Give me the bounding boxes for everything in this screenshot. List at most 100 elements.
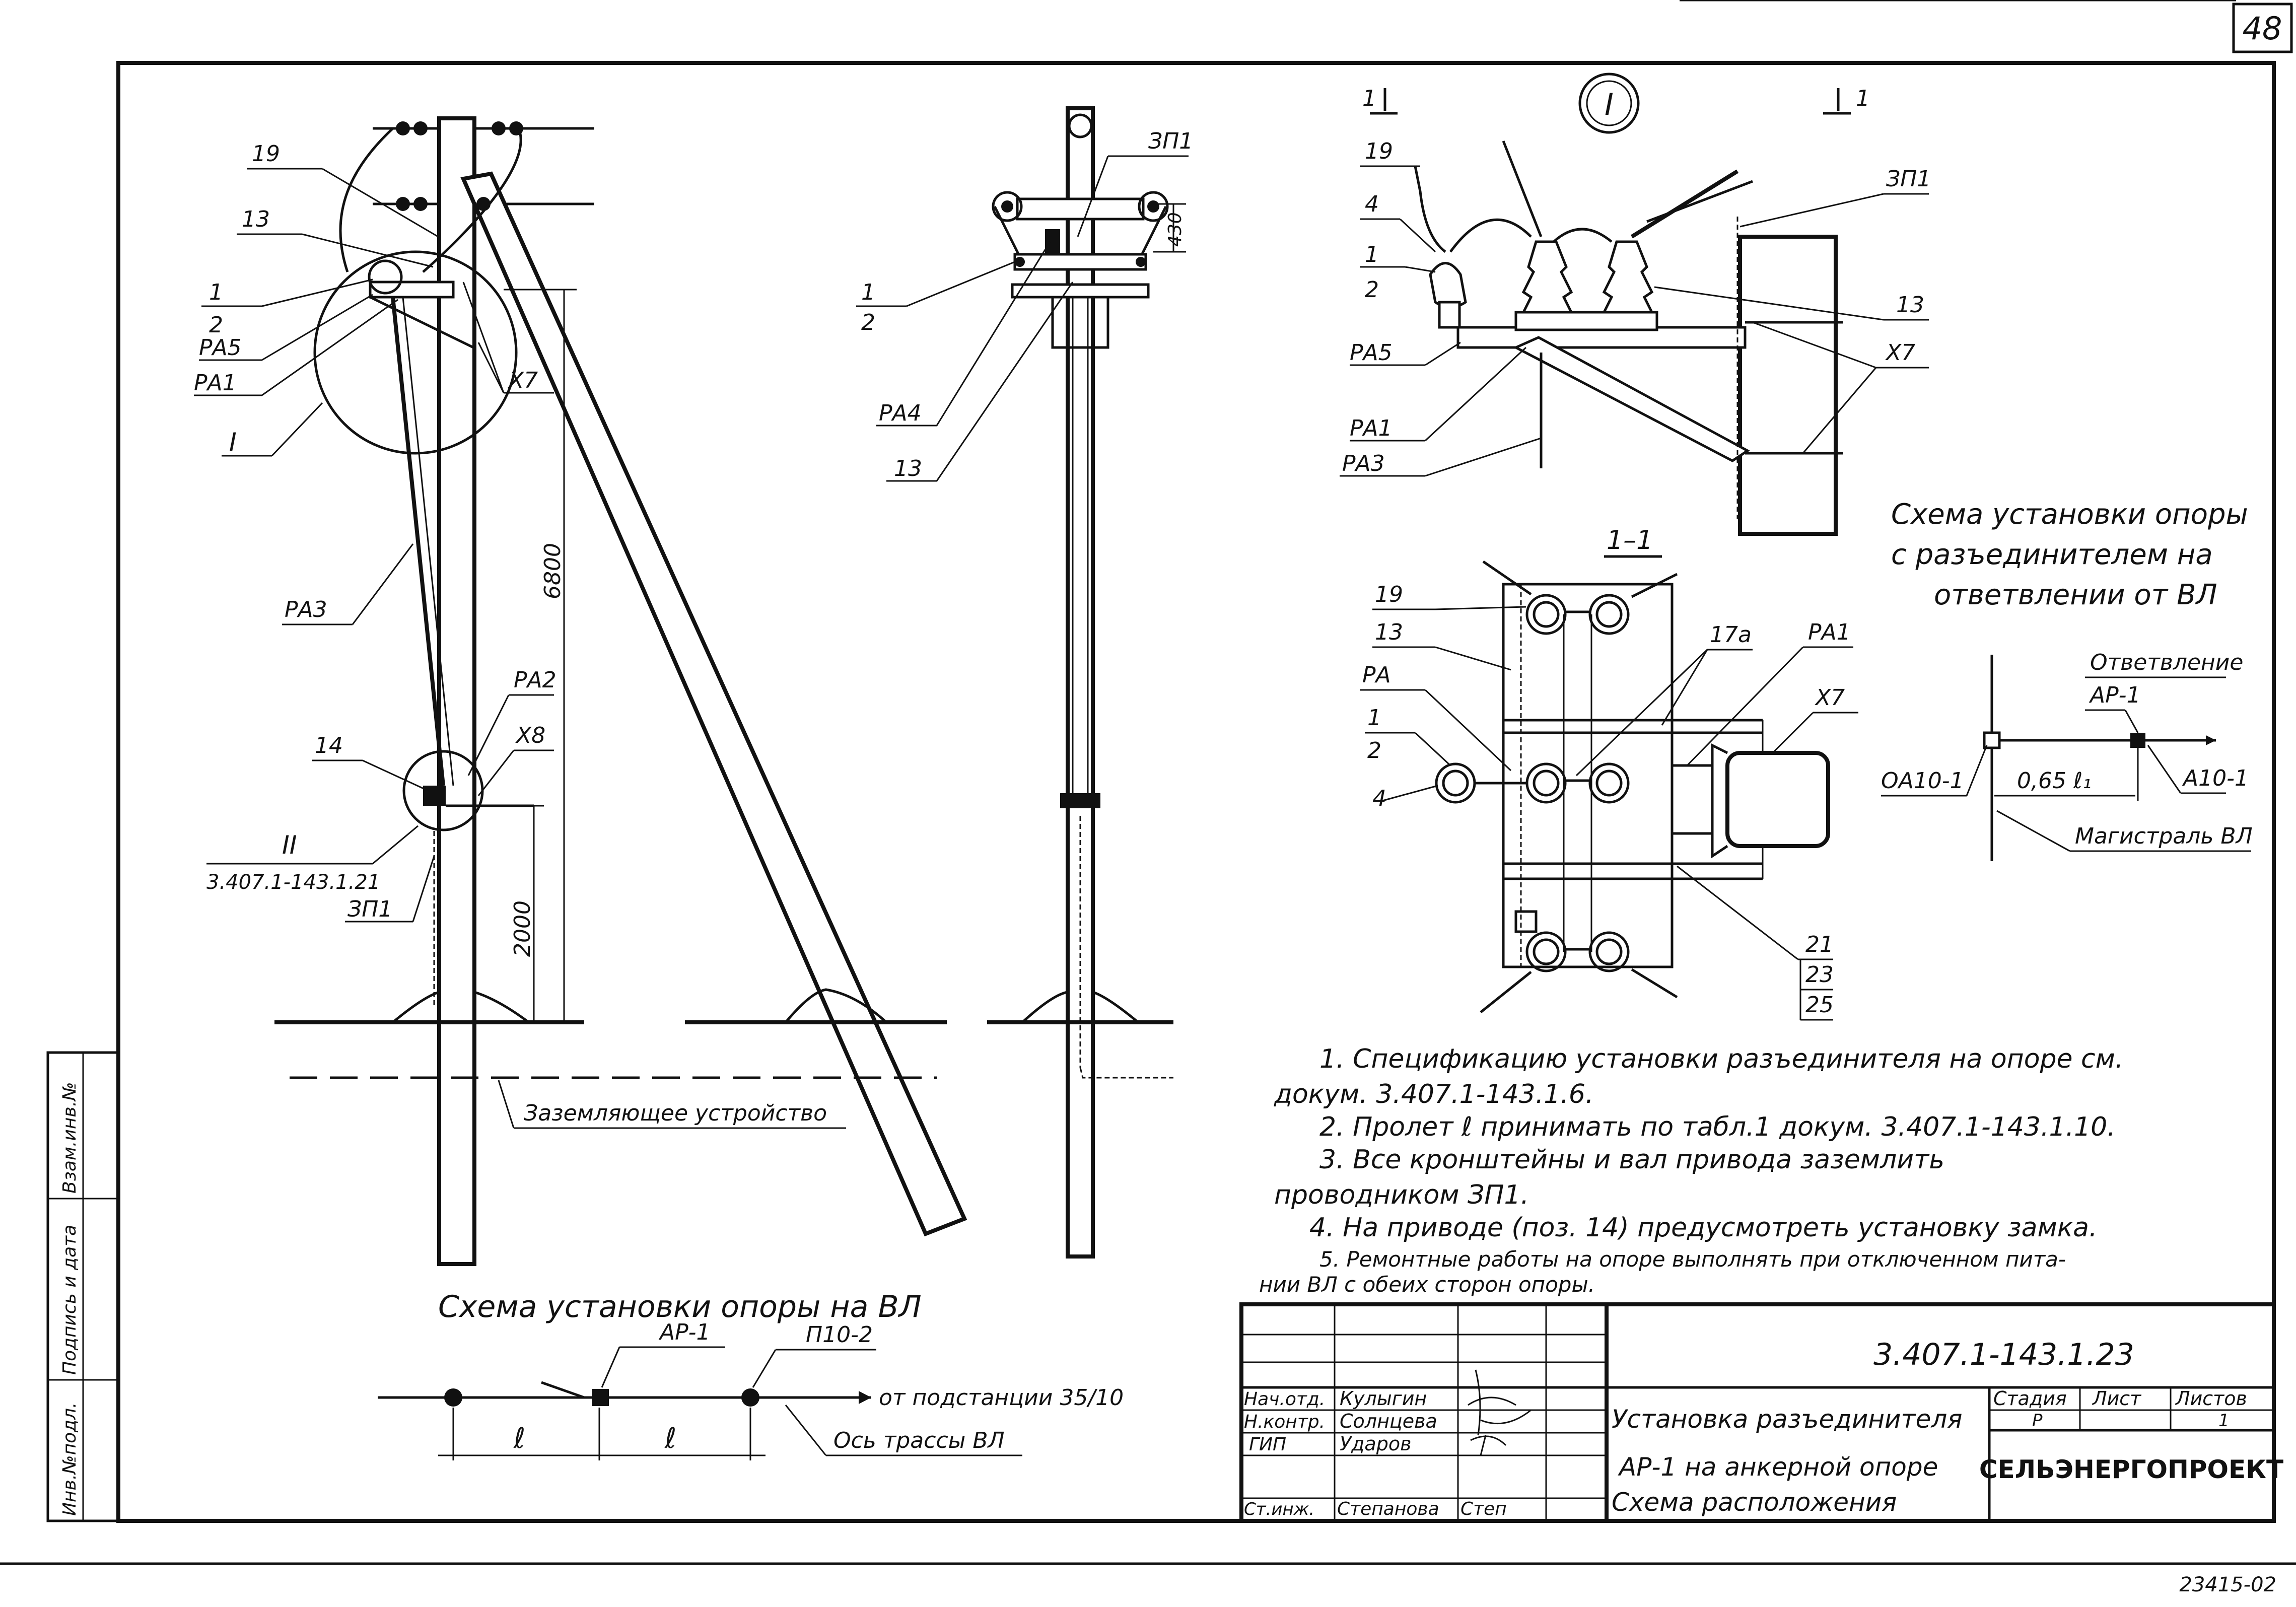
drawing-label: П10-2 <box>806 1322 873 1348</box>
drawing-label: Лист <box>2092 1387 2142 1410</box>
drawing-label: 23 <box>1805 962 1834 988</box>
note-3a: 3. Все кронштейны и вал привода заземлит… <box>1319 1145 1944 1175</box>
title-line-1: Установка разъединителя <box>1612 1405 1962 1434</box>
drawing-label: ответвлении от ВЛ <box>1934 579 2217 611</box>
drawing-label: II <box>282 830 297 860</box>
title-line-3: Схема расположения <box>1612 1488 1897 1517</box>
drawing-label: РА3 <box>1342 451 1385 476</box>
drawing-label: Х7 <box>1815 685 1845 711</box>
signature-kulygin <box>1468 1369 1532 1436</box>
left-view-pole: 6800 2000 19 13 1 2 РА5 РА1 I Х7 РА3 14 … <box>194 116 967 1266</box>
section-title: 1–1 <box>1607 525 1653 555</box>
drawing-label: РА5 <box>1350 340 1393 366</box>
drawing-label: 13 <box>1896 292 1924 318</box>
drawing-label: Схема установки опоры на ВЛ <box>438 1289 922 1324</box>
detail-I: I 1 1 19 4 1 2 <box>1340 73 1931 536</box>
drawing-label: 19 <box>252 141 280 167</box>
section-1-1: 1–1 19 <box>1360 525 1858 1021</box>
drawing-label: ГИП <box>1249 1434 1286 1455</box>
drawing-label: 13 <box>242 206 270 232</box>
drawing-label: РА3 <box>285 597 327 622</box>
drawing-label: 1 <box>1856 86 1870 111</box>
drawing-label: РА1 <box>1808 619 1851 645</box>
drawing-label: 2 <box>861 310 875 335</box>
drawing-label: 4 <box>1365 191 1379 217</box>
drawing-label: РА <box>1362 662 1391 688</box>
drawing-label: 25 <box>1805 992 1834 1018</box>
drawing-label: 2 <box>1365 277 1379 303</box>
sheet-number: 48 <box>2243 10 2282 47</box>
drawing-label: Стадия <box>1993 1387 2067 1410</box>
drawing-label: Степанова <box>1337 1499 1439 1519</box>
organization-name: СЕЛЬЭНЕРГОПРОЕКТ <box>1979 1455 2283 1484</box>
drawing-label: 19 <box>1365 138 1393 164</box>
drawing-label: ℓ <box>513 1422 525 1455</box>
notes: 1. Спецификацию установки разъединителя … <box>1259 1044 2123 1297</box>
drawing-label: АР-1 <box>658 1319 711 1345</box>
dim-430: 430 <box>1165 212 1186 247</box>
drawing-label: I <box>229 428 237 457</box>
drawing-label: Степ <box>1460 1499 1507 1519</box>
drawing-label: 4 <box>1372 786 1386 811</box>
drawing-label: 1 <box>861 280 875 305</box>
drawing-label: Листов <box>2175 1387 2247 1410</box>
drawing-label: 1 <box>1362 86 1376 111</box>
note-2: 2. Пролет ℓ принимать по табл.1 докум. 3… <box>1319 1112 2116 1142</box>
drawing-label: РА5 <box>199 335 242 361</box>
line-scheme: Схема установки опоры на ВЛ АР-1 П10-2 о… <box>378 1289 1124 1460</box>
drawing-label: Х7 <box>1885 340 1915 366</box>
drawing-label: 3.407.1-143.1.21 <box>206 871 380 894</box>
drawing-label: Магистраль ВЛ <box>2075 823 2253 849</box>
drawing-label: ЗП1 <box>1886 166 1931 192</box>
drawing-label: А10-1 <box>2182 765 2249 791</box>
note-1a: 1. Спецификацию установки разъединителя … <box>1319 1044 2123 1074</box>
dim-2000: 2000 <box>510 900 535 957</box>
drawing-label: от подстанции 35/10 <box>879 1385 1124 1411</box>
drawing-label: Схема установки опоры <box>1891 498 2248 531</box>
ground-device-label: Заземляющее устройство <box>524 1100 827 1126</box>
drawing-label: с разъединителем на <box>1891 538 2213 571</box>
title-line-2: АР-1 на анкерной опоре <box>1618 1452 1938 1482</box>
dim-6800: 6800 <box>540 543 566 599</box>
drawing-label: Ст.инж. <box>1244 1499 1314 1519</box>
branch-scheme: Схема установки опоры с разъединителем н… <box>1881 498 2253 861</box>
note-5b: нии ВЛ с обеих сторон опоры. <box>1259 1272 1595 1297</box>
note-5a: 5. Ремонтные работы на опоре выполнять п… <box>1319 1247 2066 1272</box>
detail-I-marker: I <box>1605 87 1614 122</box>
drawing-label: Н.контр. <box>1244 1412 1325 1432</box>
side-stamp-sign: Подпись и дата <box>59 1225 80 1375</box>
drawing-label: 17а <box>1710 622 1752 648</box>
drawing-label: РА2 <box>514 667 556 693</box>
drawing-label: Ударов <box>1340 1433 1411 1455</box>
drawing-label: РА1 <box>1350 415 1393 441</box>
drawing-label: 13 <box>1375 619 1403 645</box>
drawing-label: 21 <box>1805 932 1834 957</box>
side-stamp-replace: Взам.инв.№ <box>59 1082 80 1194</box>
drawing-label: 2 <box>1367 738 1381 763</box>
drawing-label: Ось трассы ВЛ <box>833 1428 1005 1453</box>
drawing-label: Нач.отд. <box>1244 1389 1325 1410</box>
drawing-label: 1 <box>1365 242 1379 267</box>
drawing-label: ЗП1 <box>1148 128 1193 154</box>
side-stamp-inv: Инв.№подл. <box>59 1403 80 1516</box>
drawing-label: 2 <box>209 312 223 338</box>
note-4: 4. На приводе (поз. 14) предусмотреть ус… <box>1309 1213 2098 1243</box>
drawing-label: 13 <box>894 456 922 481</box>
middle-view-pole: 430 ЗП1 1 2 РА4 13 <box>856 106 1193 1259</box>
drawing-label: РА1 <box>194 370 237 396</box>
note-3b: проводником ЗП1. <box>1274 1180 1529 1210</box>
signature-udarov <box>1470 1435 1507 1456</box>
drawing-label: ℓ <box>664 1422 676 1455</box>
inventory-number: 23415-02 <box>2179 1573 2276 1596</box>
drawing-label: Солнцева <box>1340 1410 1437 1432</box>
drawing-label: РА4 <box>879 400 922 426</box>
drawing-label: 1 <box>2218 1411 2230 1431</box>
drawing-label: 14 <box>315 733 343 758</box>
drawing-label: Х7 <box>508 368 538 393</box>
drawing-label: ЗП1 <box>347 896 392 922</box>
drawing-code: 3.407.1-143.1.23 <box>1873 1337 2134 1372</box>
drawing-label: 1 <box>1367 705 1381 731</box>
drawing-label: 0,65 ℓ₁ <box>2017 768 2092 794</box>
drawing-label: 19 <box>1375 582 1403 607</box>
